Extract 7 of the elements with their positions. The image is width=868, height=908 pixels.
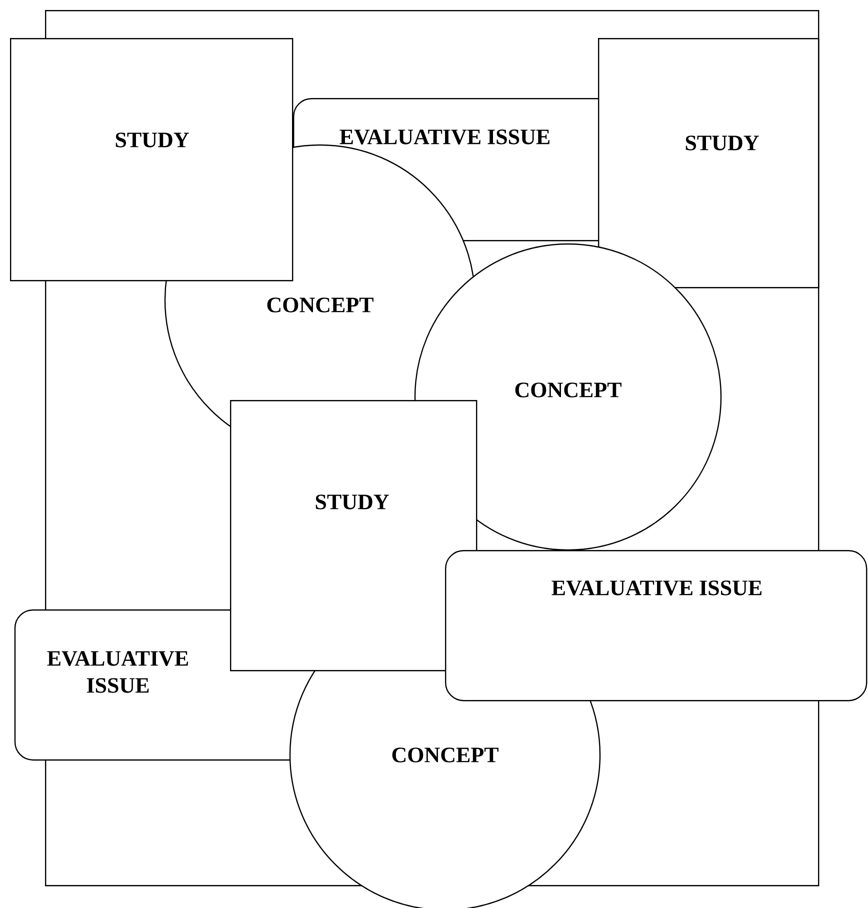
node-label: EVALUATIVE ISSUE [47, 651, 188, 693]
study-box: STUDY [10, 38, 294, 282]
issue-box: EVALUATIVE ISSUE [445, 550, 868, 702]
study-box: STUDY [230, 400, 478, 672]
study-box: STUDY [598, 38, 820, 288]
issue-box: EVALUATIVE ISSUE [14, 609, 290, 761]
node-label: CONCEPT [392, 748, 498, 762]
